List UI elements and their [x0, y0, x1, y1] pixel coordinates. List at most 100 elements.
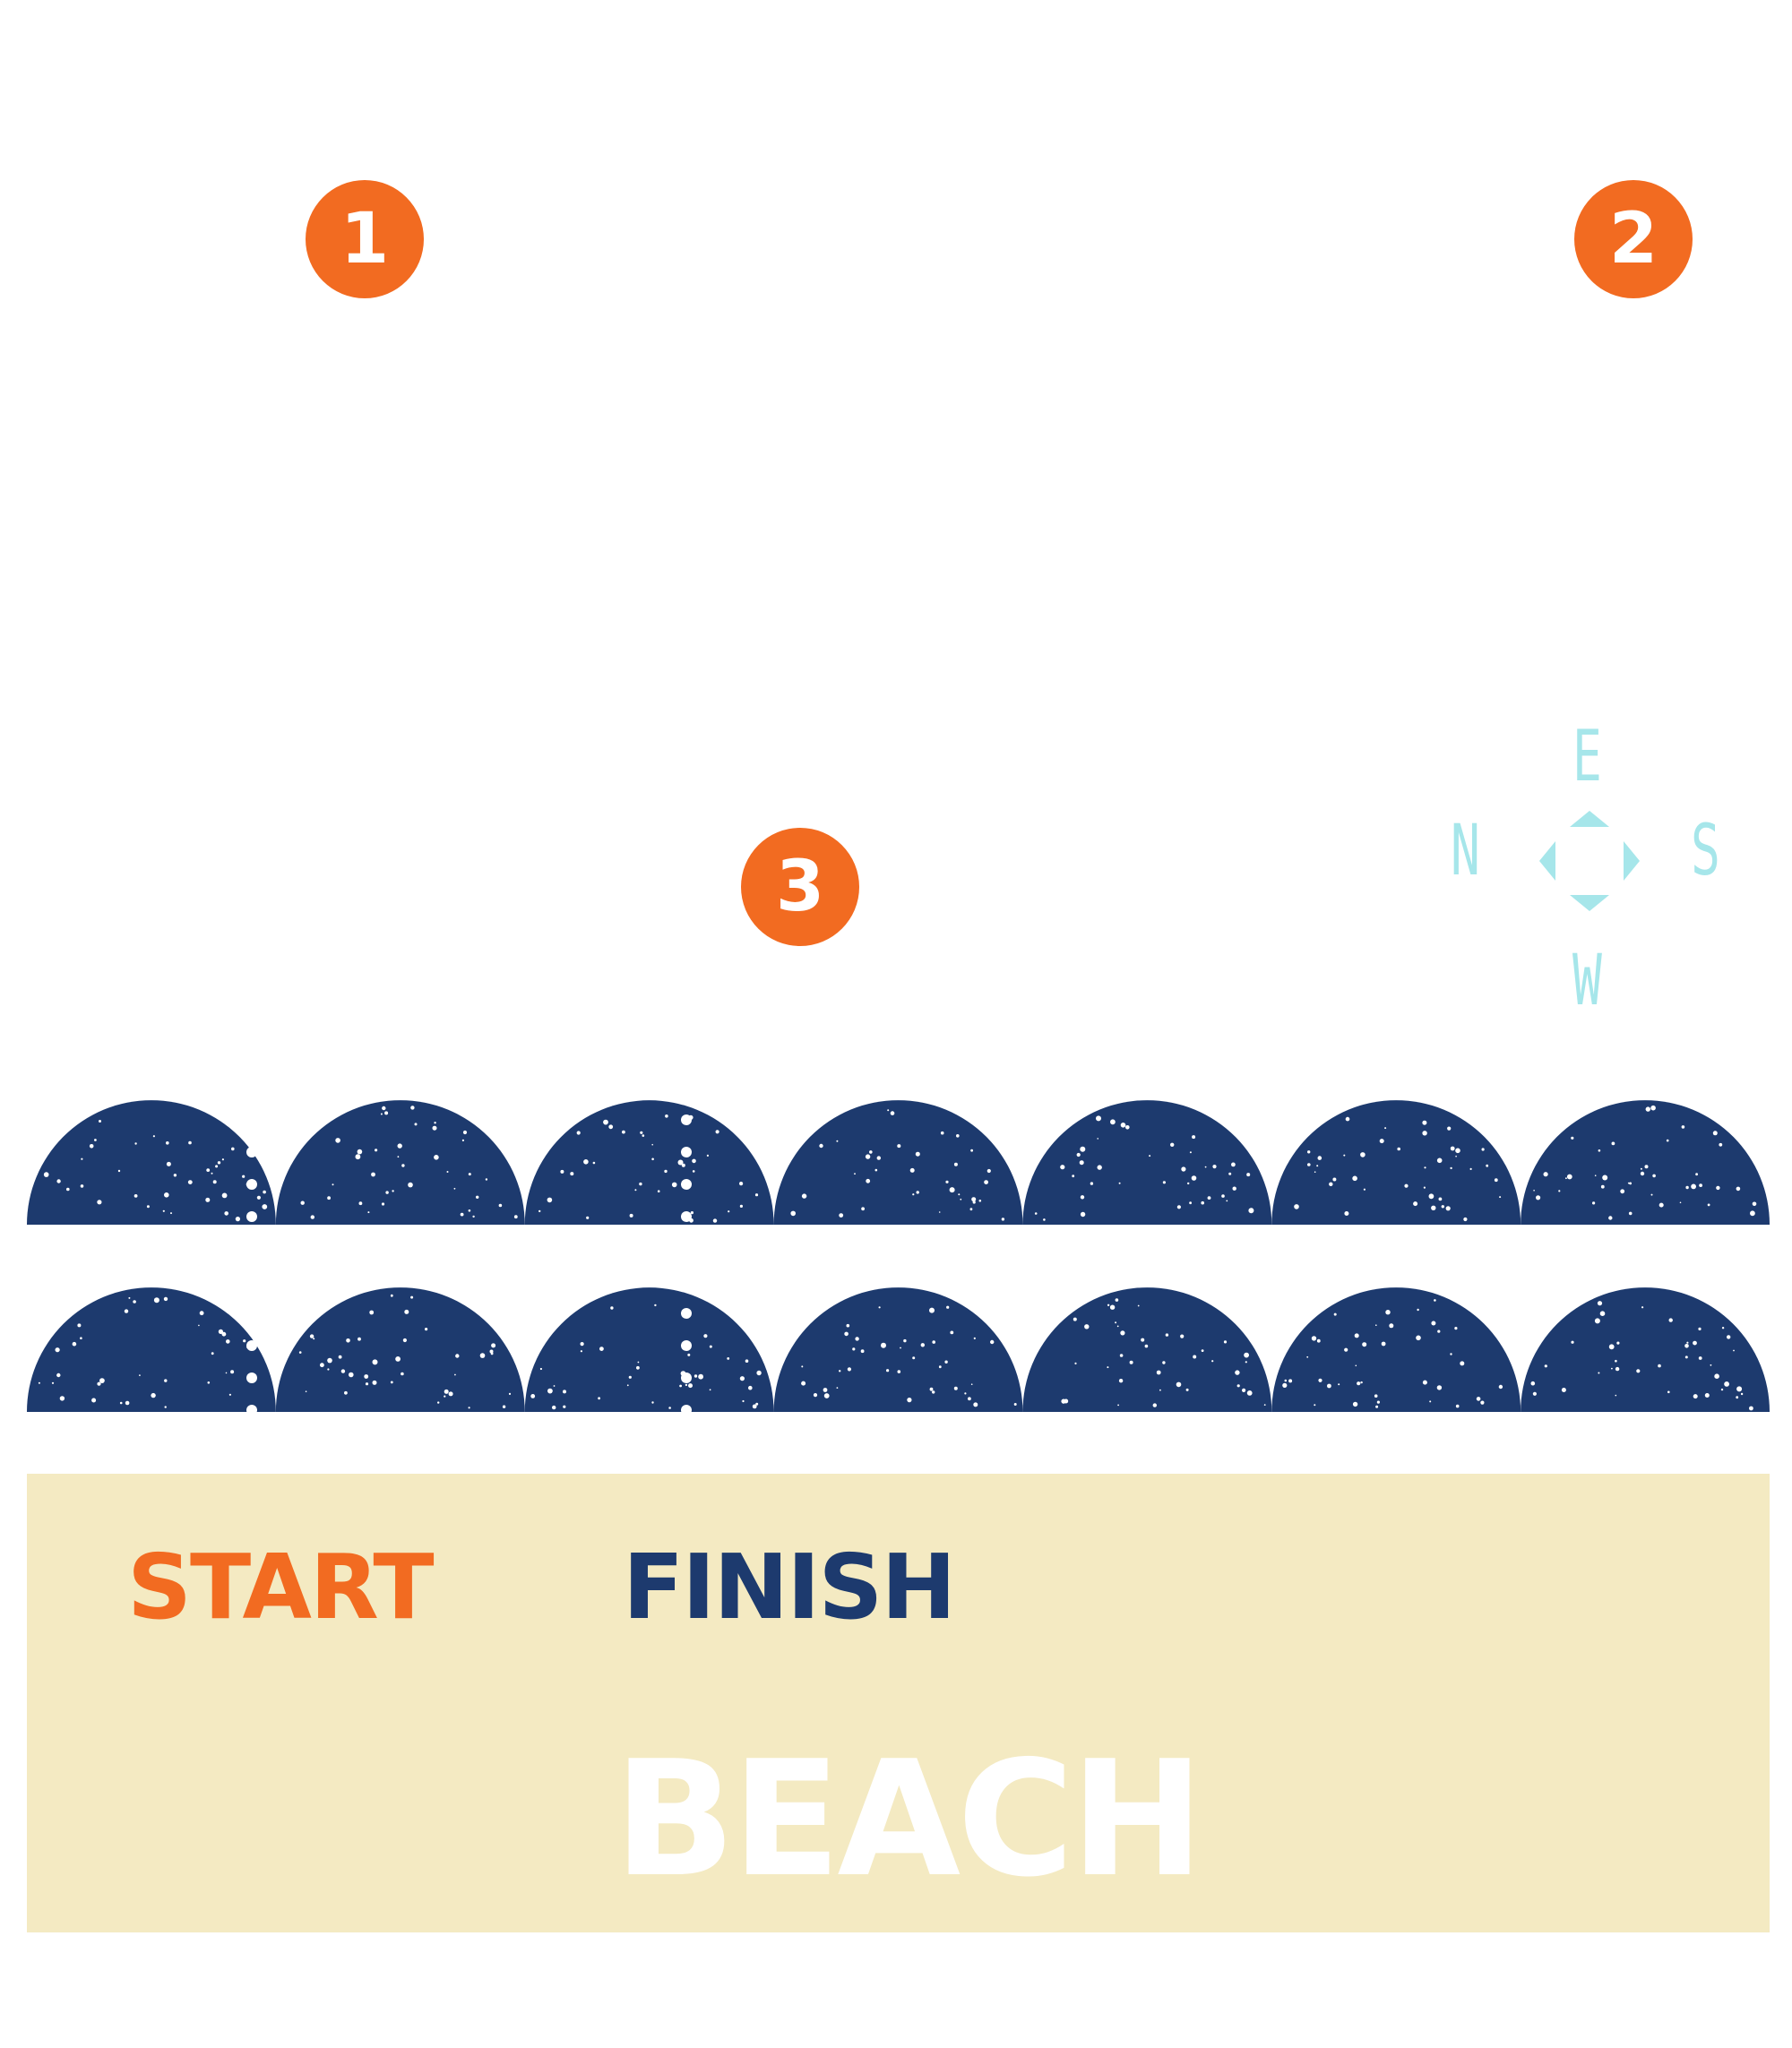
wave-texture-speck: [665, 1114, 668, 1118]
wave-texture-speck: [401, 1372, 404, 1376]
wave-texture-speck: [327, 1196, 331, 1200]
wave-texture-speck: [1282, 1382, 1288, 1388]
wave-texture-speck: [1375, 1324, 1377, 1326]
wave-texture-speck: [1455, 1155, 1457, 1157]
wave-texture-speck: [878, 1306, 881, 1309]
compass-arrow-up-icon: [1570, 811, 1609, 827]
wave-texture-speck: [538, 1209, 541, 1213]
wave-texture-speck: [1107, 1304, 1110, 1307]
wave-texture-speck: [119, 1401, 123, 1405]
wave-texture-speck: [1658, 1364, 1661, 1368]
wave-texture-speck: [1445, 1206, 1451, 1211]
wave-texture-speck: [369, 1310, 375, 1315]
wave-texture-speck: [1592, 1201, 1596, 1205]
wave-texture-speck: [313, 1338, 315, 1340]
wave-texture-speck: [395, 1356, 401, 1362]
finish-route-dot: [681, 1308, 692, 1319]
wave-texture-speck: [1165, 1333, 1169, 1337]
wave-texture-speck: [1248, 1208, 1254, 1214]
wave-texture-speck: [1344, 1347, 1348, 1352]
wave-texture-speck: [1152, 1403, 1158, 1407]
start-route-dot: [246, 1147, 257, 1157]
wave-texture-speck: [801, 1365, 804, 1368]
wave-texture-speck: [384, 1111, 389, 1115]
wave-texture-speck: [401, 1164, 405, 1167]
wave-texture-speck: [476, 1195, 479, 1200]
wave-texture-speck: [640, 1131, 643, 1134]
wave-texture-speck: [1117, 1404, 1119, 1407]
wave-2-7: [1521, 1287, 1770, 1412]
wave-texture-speck: [1600, 1184, 1605, 1189]
wave-texture-speck: [1724, 1381, 1729, 1387]
wave-texture-speck: [874, 1168, 878, 1172]
wave-texture-speck: [608, 1124, 614, 1130]
wave-texture-speck: [1611, 1141, 1615, 1146]
wave-texture-speck: [1413, 1201, 1418, 1207]
wave-texture-speck: [1404, 1183, 1409, 1188]
wave-texture-speck: [1691, 1183, 1696, 1190]
wave-texture-speck: [59, 1396, 65, 1401]
wave-texture-speck: [97, 1381, 101, 1386]
wave-texture-speck: [166, 1141, 169, 1145]
wave-texture-speck: [946, 1305, 950, 1309]
wave-texture-speck: [381, 1202, 385, 1206]
wave-texture-speck: [1246, 1390, 1253, 1396]
wave-texture-speck: [1363, 1188, 1366, 1191]
wave-texture-speck: [1073, 1317, 1077, 1321]
wave-texture-speck: [1498, 1384, 1503, 1390]
beach-label: BEACH: [614, 1726, 1204, 1912]
wave-1-2: [275, 1100, 525, 1225]
finish-route-dot: [681, 1405, 692, 1416]
wave-texture-speck: [404, 1309, 409, 1314]
wave-texture-speck: [681, 1163, 685, 1167]
wave-texture-speck: [1162, 1181, 1166, 1184]
wave-texture-speck: [1385, 1310, 1391, 1315]
wave-texture-speck: [1719, 1142, 1723, 1147]
finish-route-dot: [681, 1147, 692, 1157]
wave-texture-speck: [380, 1113, 383, 1115]
wave-texture-speck: [1072, 1175, 1075, 1178]
wave-texture-speck: [455, 1354, 460, 1358]
wave-texture-speck: [563, 1390, 566, 1394]
wave-texture-speck: [320, 1363, 324, 1368]
wave-texture-speck: [125, 1400, 130, 1406]
wave-texture-speck: [1668, 1318, 1673, 1322]
wave-texture-speck: [1533, 1190, 1535, 1192]
wave-texture-speck: [335, 1138, 340, 1143]
wave-texture-speck: [1422, 1120, 1427, 1125]
wave-texture-speck: [1357, 1381, 1361, 1386]
wave-texture-speck: [1658, 1202, 1664, 1208]
wave-texture-speck: [327, 1357, 332, 1364]
wave-texture-speck: [972, 1200, 976, 1204]
wave-texture-speck: [690, 1211, 694, 1215]
wave-texture-speck: [1681, 1125, 1685, 1129]
wave-texture-speck: [1640, 1167, 1642, 1170]
wave-texture-speck: [1189, 1201, 1192, 1205]
wave-texture-speck: [1599, 1311, 1606, 1316]
wave-texture-speck: [446, 1171, 449, 1173]
wave-texture-speck: [1079, 1160, 1084, 1166]
wave-texture-speck: [1159, 1389, 1161, 1391]
wave-texture-speck: [728, 1210, 730, 1213]
wave-texture-speck: [1645, 1106, 1651, 1112]
wave-texture-speck: [1176, 1205, 1181, 1209]
wave-texture-speck: [698, 1373, 703, 1380]
wave-texture-speck: [876, 1156, 881, 1160]
wave-texture-speck: [212, 1180, 217, 1184]
wave-texture-speck: [1714, 1373, 1719, 1379]
wave-texture-speck: [1344, 1211, 1349, 1216]
wave-texture-speck: [437, 1401, 440, 1404]
wave-texture-speck: [310, 1215, 314, 1219]
wave-texture-speck: [358, 1337, 361, 1341]
wave-texture-speck: [332, 1183, 334, 1186]
wave-texture-speck: [1736, 1396, 1739, 1399]
finish-route-dot: [681, 1179, 692, 1190]
compass-arrow-right-icon: [1624, 841, 1640, 881]
wave-texture-speck: [887, 1109, 890, 1112]
wave-texture-speck: [915, 1151, 920, 1157]
wave-texture-speck: [739, 1376, 745, 1381]
wave-texture-speck: [1231, 1162, 1236, 1167]
wave-texture-speck: [99, 1378, 105, 1383]
wave-texture-speck: [43, 1172, 49, 1177]
wave-texture-speck: [890, 1111, 895, 1115]
